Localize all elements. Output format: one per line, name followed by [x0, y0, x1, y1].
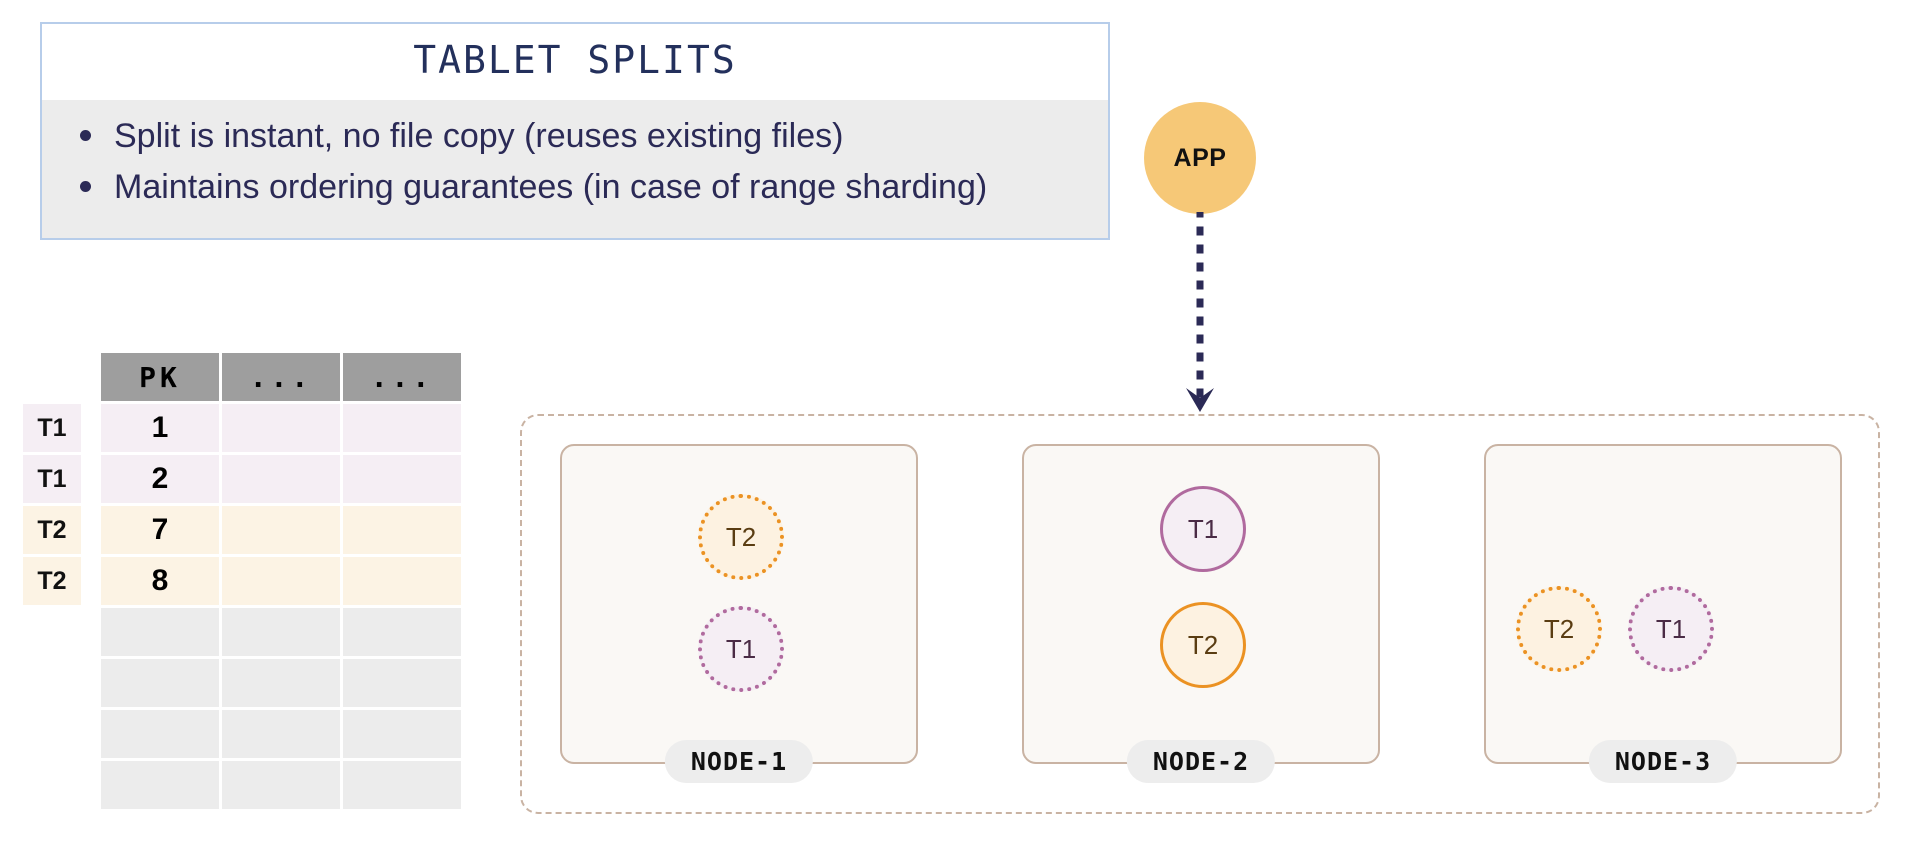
cell-col2 — [343, 761, 461, 809]
cell-pk — [101, 608, 219, 656]
app-to-cluster-arrow-icon — [1186, 212, 1214, 412]
gutter — [84, 353, 98, 401]
cell-pk: 8 — [101, 557, 219, 605]
cell-col1 — [222, 608, 340, 656]
column-header-1: ... — [222, 353, 340, 401]
cell-col1 — [222, 710, 340, 758]
cell-col2 — [343, 506, 461, 554]
row-tablet-tag: T2 — [23, 557, 81, 605]
bullet-item: Split is instant, no file copy (reuses e… — [80, 114, 1014, 159]
tablet-t2[interactable]: T2 — [1160, 602, 1246, 688]
node-label-node-3: NODE-3 — [1588, 740, 1738, 783]
cell-col1 — [222, 659, 340, 707]
row-tablet-tag: T2 — [23, 506, 81, 554]
cell-pk: 7 — [101, 506, 219, 554]
row-tablet-tag — [23, 761, 81, 809]
tablet-t1[interactable]: T1 — [1628, 586, 1714, 672]
callout-bullet-list: Split is instant, no file copy (reuses e… — [68, 114, 1082, 210]
node-box-node-1[interactable]: T2 T1 NODE-1 — [560, 444, 918, 783]
node-label-node-1: NODE-1 — [664, 740, 814, 783]
callout-body: Split is instant, no file copy (reuses e… — [42, 100, 1108, 238]
row-tablet-tag: T1 — [23, 404, 81, 452]
tag-header-spacer — [23, 353, 81, 401]
cell-col2 — [343, 608, 461, 656]
table-row — [23, 608, 461, 656]
table-row — [23, 761, 461, 809]
row-tablet-tag — [23, 659, 81, 707]
tablet-splits-callout: TABLET SPLITS Split is instant, no file … — [40, 22, 1110, 240]
cell-col2 — [343, 557, 461, 605]
cell-col2 — [343, 710, 461, 758]
cell-col2 — [343, 659, 461, 707]
cell-pk: 2 — [101, 455, 219, 503]
bullet-item: Maintains ordering guarantees (in case o… — [80, 165, 1014, 210]
cell-col1 — [222, 557, 340, 605]
cluster-container: T2 T1 NODE-1 T1 T2 NODE-2 T2 T1 NODE-3 — [520, 414, 1880, 814]
gutter — [84, 404, 98, 452]
row-tablet-tag — [23, 608, 81, 656]
column-header-2: ... — [343, 353, 461, 401]
pk-table-grid: PK ... ... T1 1 T1 2 T2 7 — [20, 350, 464, 812]
tablet-label: T2 — [725, 521, 757, 552]
gutter — [84, 557, 98, 605]
cell-col1 — [222, 404, 340, 452]
gutter — [84, 455, 98, 503]
bullet-dot-icon — [80, 130, 91, 141]
cell-pk: 1 — [101, 404, 219, 452]
cell-pk — [101, 761, 219, 809]
gutter — [84, 608, 98, 656]
cell-col1 — [222, 761, 340, 809]
table-row: T1 2 — [23, 455, 461, 503]
bullet-dot-icon — [80, 180, 91, 192]
tablet-label: T2 — [1543, 613, 1575, 644]
app-node: APP — [1144, 102, 1256, 214]
tablet-label: T1 — [1187, 513, 1219, 544]
node-label-node-2: NODE-2 — [1126, 740, 1276, 783]
cell-pk — [101, 710, 219, 758]
cell-pk — [101, 659, 219, 707]
bullet-text: Split is instant, no file copy (reuses e… — [114, 117, 844, 155]
tablet-t1[interactable]: T1 — [1160, 486, 1246, 572]
column-header-pk: PK — [101, 353, 219, 401]
table-row: T2 8 — [23, 557, 461, 605]
cell-col2 — [343, 404, 461, 452]
app-node-label: APP — [1173, 143, 1227, 172]
callout-title: TABLET SPLITS — [42, 24, 1108, 100]
gutter — [84, 761, 98, 809]
tablet-t2[interactable]: T2 — [1516, 586, 1602, 672]
node-box-node-3[interactable]: T2 T1 NODE-3 — [1484, 444, 1842, 783]
tablet-t1[interactable]: T1 — [698, 606, 784, 692]
gutter — [84, 506, 98, 554]
node-box-node-2[interactable]: T1 T2 NODE-2 — [1022, 444, 1380, 783]
cell-col2 — [343, 455, 461, 503]
bullet-text: Maintains ordering guarantees (in case o… — [114, 167, 988, 206]
tablet-label: T1 — [1655, 613, 1687, 644]
table-row: T1 1 — [23, 404, 461, 452]
row-tablet-tag — [23, 710, 81, 758]
pk-table: PK ... ... T1 1 T1 2 T2 7 — [20, 350, 464, 812]
cell-col1 — [222, 506, 340, 554]
table-row — [23, 710, 461, 758]
tablet-label: T2 — [1187, 629, 1219, 660]
table-row: T2 7 — [23, 506, 461, 554]
tablet-t2[interactable]: T2 — [698, 494, 784, 580]
cell-col1 — [222, 455, 340, 503]
table-row — [23, 659, 461, 707]
gutter — [84, 710, 98, 758]
gutter — [84, 659, 98, 707]
table-header-row: PK ... ... — [23, 353, 461, 401]
tablet-label: T1 — [725, 633, 757, 664]
row-tablet-tag: T1 — [23, 455, 81, 503]
